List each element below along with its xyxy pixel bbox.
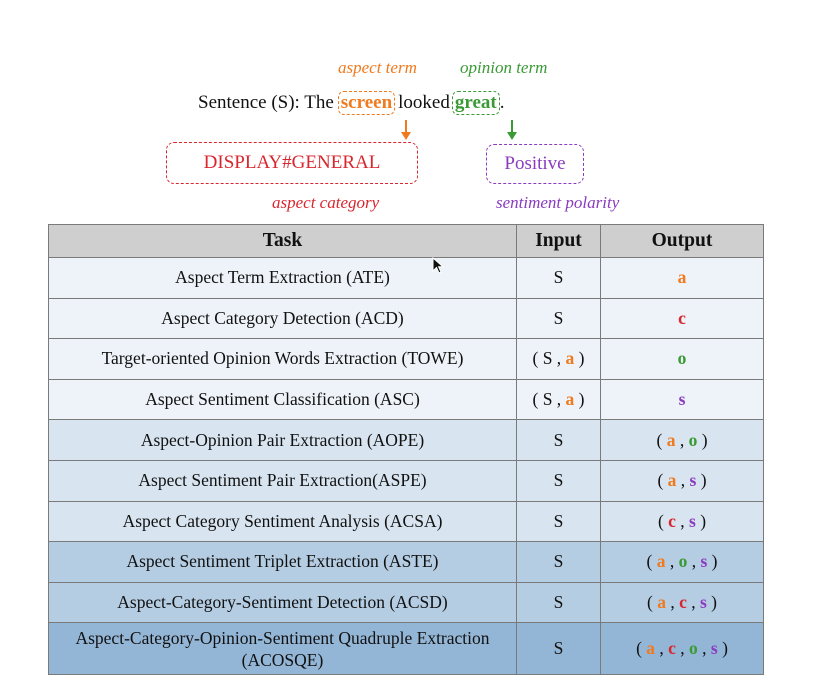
task-name-cell: Aspect-Category-Opinion-Sentiment Quadru… xyxy=(48,622,517,676)
input-cell: ( S , a ) xyxy=(516,338,601,380)
sentence-end-punct: . xyxy=(499,92,505,113)
symbol-S: S xyxy=(542,348,553,369)
task-name-cell: Aspect Sentiment Pair Extraction(ASPE) xyxy=(48,459,517,502)
task-name-cell: Aspect-Opinion Pair Extraction (AOPE) xyxy=(48,419,517,461)
output-cell: ( a , c , o , s ) xyxy=(600,622,764,676)
opinion-term-word: great xyxy=(451,91,500,115)
symbol-o: o xyxy=(677,348,687,369)
output-cell: o xyxy=(600,338,764,380)
symbol-S: S xyxy=(553,592,564,613)
symbol-a: a xyxy=(677,267,687,288)
header-task: Task xyxy=(48,224,517,258)
input-cell: S xyxy=(516,541,601,583)
symbol-S: S xyxy=(553,551,564,572)
symbol-a: a xyxy=(565,348,575,369)
symbol-c: c xyxy=(678,307,686,328)
table-row: Aspect Sentiment Triplet Extraction (AST… xyxy=(48,541,764,583)
input-cell: ( S , a ) xyxy=(516,378,601,421)
aspect-category-box: DISPLAY#GENERAL xyxy=(166,142,418,184)
symbol-a: a xyxy=(656,551,666,572)
symbol-c: c xyxy=(668,638,676,659)
sentence-middle-word: looked xyxy=(398,92,450,113)
input-cell: S xyxy=(516,622,601,676)
symbol-s: s xyxy=(699,592,707,613)
header-input: Input xyxy=(516,224,601,258)
input-cell: S xyxy=(516,581,601,624)
task-name-cell: Aspect Sentiment Triplet Extraction (AST… xyxy=(48,541,517,583)
header-output: Output xyxy=(600,224,764,258)
table-row: Aspect Category Sentiment Analysis (ACSA… xyxy=(48,500,764,543)
symbol-o: o xyxy=(678,551,688,572)
output-cell: ( a , c , s ) xyxy=(600,581,764,624)
input-cell: S xyxy=(516,297,601,340)
input-cell: S xyxy=(516,459,601,502)
task-name-cell: Aspect Category Detection (ACD) xyxy=(48,297,517,340)
sentiment-polarity-box: Positive xyxy=(486,144,584,184)
symbol-s: s xyxy=(700,551,708,572)
symbol-c: c xyxy=(668,510,676,531)
table-row: Aspect Sentiment Classification (ASC)( S… xyxy=(48,378,764,421)
task-name-cell: Aspect Sentiment Classification (ASC) xyxy=(48,378,517,421)
symbol-S: S xyxy=(553,267,564,288)
symbol-s: s xyxy=(689,510,696,531)
table-row: Aspect Sentiment Pair Extraction(ASPE) S (… xyxy=(48,459,764,502)
table-row: Aspect-Category-Opinion-Sentiment Quadru… xyxy=(48,622,764,676)
task-name-cell: Target-oriented Opinion Words Extraction… xyxy=(48,338,517,380)
symbol-a: a xyxy=(657,592,666,613)
symbol-S: S xyxy=(553,307,564,328)
symbol-a: a xyxy=(565,389,575,410)
output-cell: a xyxy=(600,257,764,299)
symbol-o: o xyxy=(688,429,698,450)
output-cell: s xyxy=(600,378,764,421)
task-name-cell: Aspect Category Sentiment Analysis (ACSA… xyxy=(48,500,517,543)
task-name-cell: Aspect-Category-Sentiment Detection (ACS… xyxy=(48,581,517,624)
symbol-S: S xyxy=(553,470,564,491)
symbol-S: S xyxy=(553,510,564,531)
input-cell: S xyxy=(516,500,601,543)
aspect-term-label: aspect term xyxy=(338,58,417,77)
symbol-S: S xyxy=(553,429,564,450)
sentence-prefix: Sentence (S): The xyxy=(198,92,334,113)
aspect-category-label: aspect category xyxy=(272,193,380,212)
table-row: Aspect-Opinion Pair Extraction (AOPE) S ( … xyxy=(48,419,764,461)
symbol-S: S xyxy=(553,638,564,659)
output-cell: c xyxy=(600,297,764,340)
table-row: Target-oriented Opinion Words Extraction… xyxy=(48,338,764,380)
symbol-s: s xyxy=(689,470,697,491)
symbol-a: a xyxy=(667,470,677,491)
output-cell: ( a , o ) xyxy=(600,419,764,461)
output-cell: ( a , s ) xyxy=(600,459,764,502)
symbol-s: s xyxy=(710,638,718,659)
symbol-c: c xyxy=(679,592,687,613)
opinion-term-label: opinion term xyxy=(460,58,548,77)
table-row: Aspect-Category-Sentiment Detection (ACS… xyxy=(48,581,764,624)
output-cell: ( c , s ) xyxy=(600,500,764,543)
symbol-a: a xyxy=(646,638,656,659)
mouse-cursor-icon xyxy=(432,257,445,274)
table-header-row: Task Input Output xyxy=(48,224,764,258)
input-cell: S xyxy=(516,257,601,299)
symbol-s: s xyxy=(678,389,686,410)
output-cell: ( a , o , s ) xyxy=(600,541,764,583)
task-table: Task Input Output Aspect Term Extraction… xyxy=(48,224,764,676)
aspect-term-word: screen xyxy=(337,91,396,115)
symbol-a: a xyxy=(666,429,676,450)
task-name-cell: Aspect Term Extraction (ATE) xyxy=(48,257,517,299)
symbol-o: o xyxy=(689,638,698,659)
input-cell: S xyxy=(516,419,601,461)
symbol-S: S xyxy=(542,389,553,410)
sentiment-polarity-label: sentiment polarity xyxy=(496,193,620,212)
